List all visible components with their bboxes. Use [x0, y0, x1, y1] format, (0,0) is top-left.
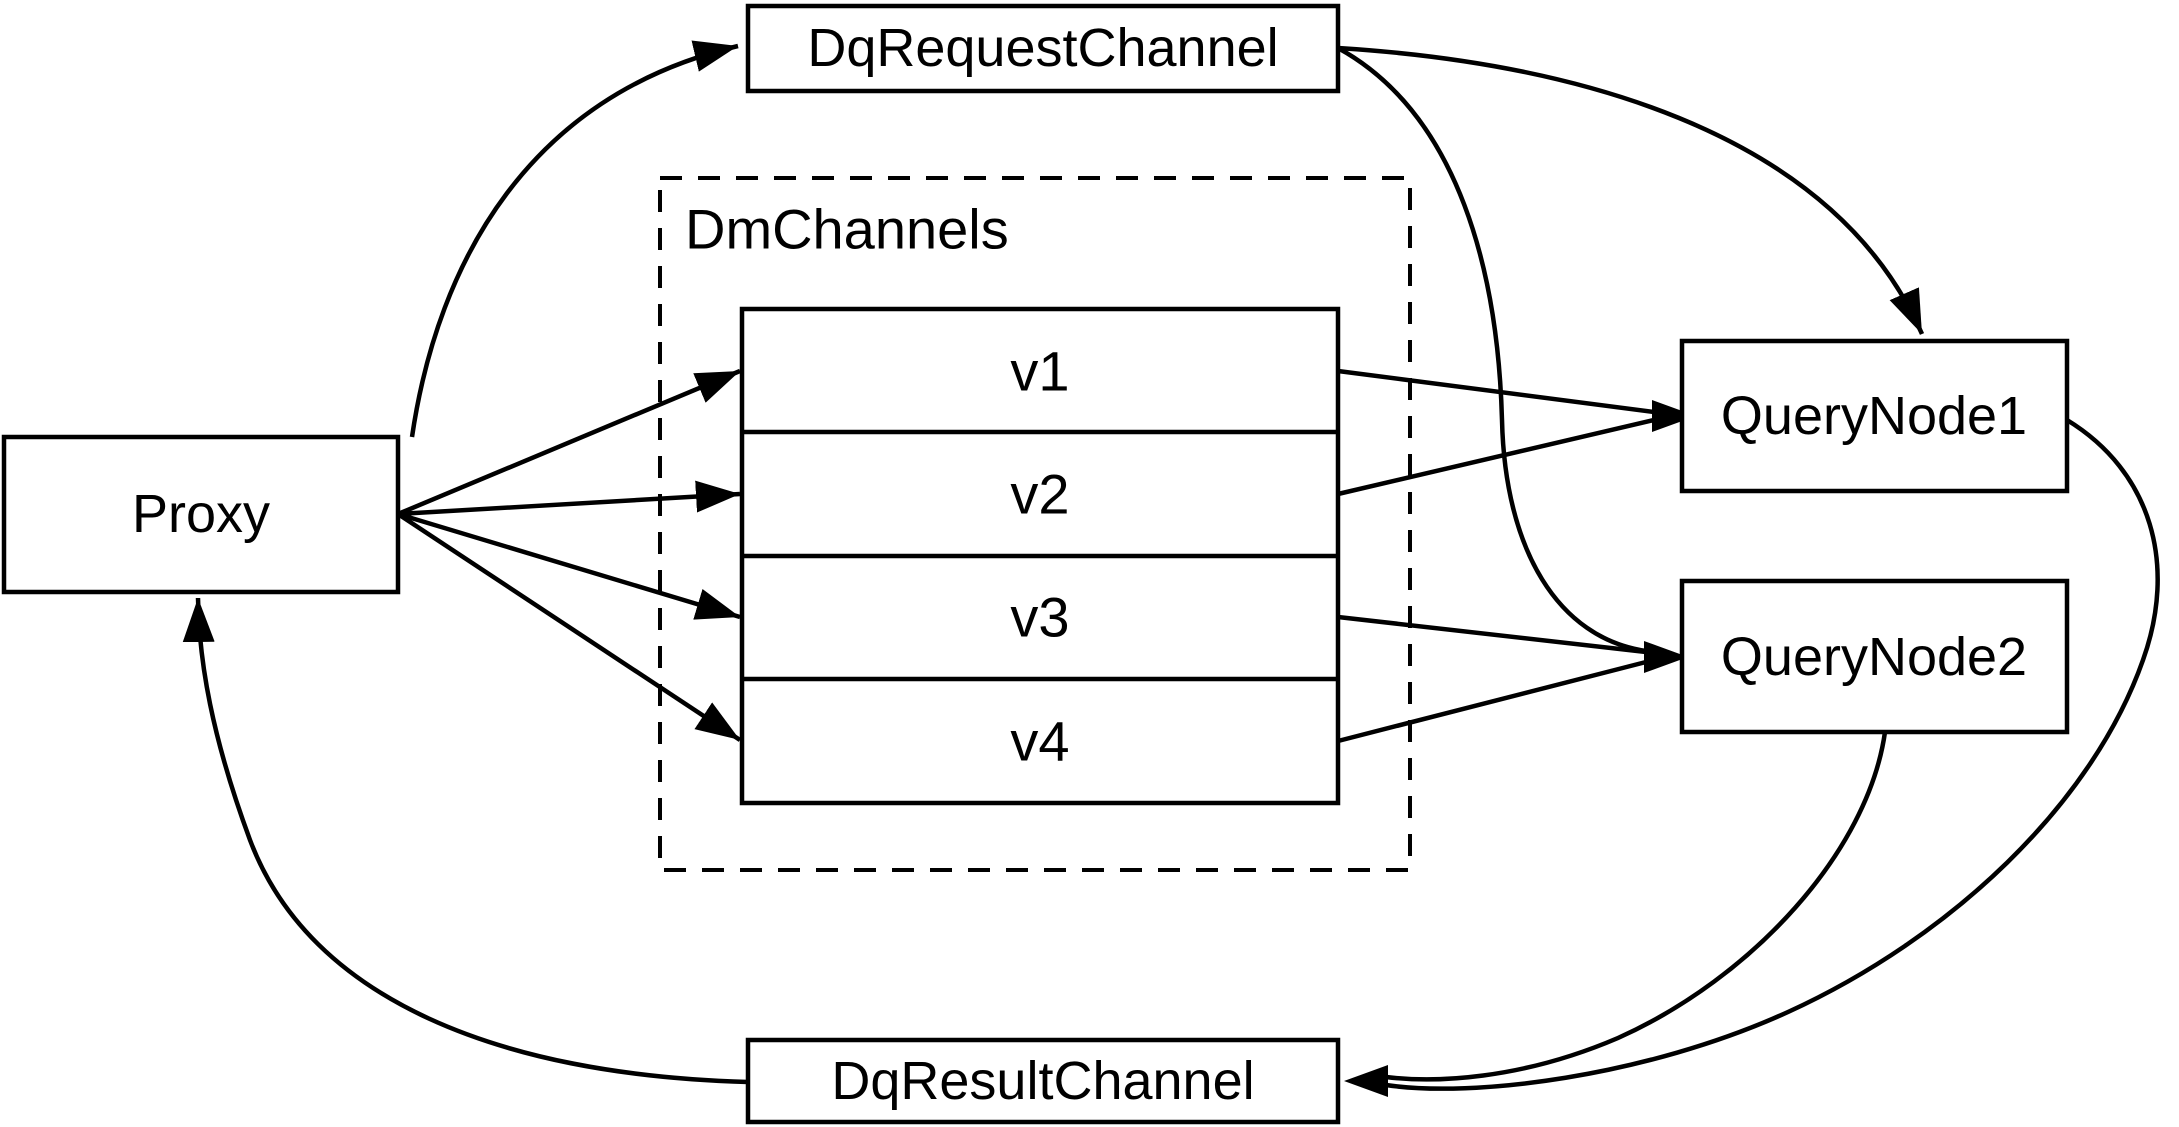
arrowhead-querynode2-left [1644, 641, 1688, 673]
querynode2-label: QueryNode2 [1721, 627, 2027, 687]
channel-row-v1: v1 [1010, 340, 1069, 403]
node-querynode1: QueryNode1 [1679, 338, 2070, 494]
dqresultchannel-label: DqResultChannel [831, 1051, 1254, 1111]
node-querynode2: QueryNode2 [1679, 578, 2070, 735]
edge-v3-querynode2 [1337, 614, 1647, 655]
arrowhead-dqresultchannel-right [1344, 1065, 1388, 1097]
edge-querynode2-dqresultchannel [1385, 731, 1888, 1082]
edge-dqrequestchannel-querynode1 [1337, 45, 1925, 335]
edge-proxy-v2 [397, 480, 741, 517]
querynode2-box [1679, 578, 2070, 735]
querynode1-box [1679, 338, 2070, 494]
edge-querynode1-dqresultchannel [1385, 418, 2160, 1091]
edge-v4-querynode2 [1337, 659, 1647, 744]
dmchannels-label: DmChannels [685, 198, 1009, 261]
edge-proxy-v1 [397, 368, 741, 517]
dmchannels-table: v1 v2 v3 v4 [739, 306, 1341, 806]
edge-v1-querynode1 [1337, 368, 1655, 415]
edge-dqresultchannel-proxy [182, 597, 749, 1085]
dqrequestchannel-box [745, 3, 1341, 94]
proxy-box [1, 434, 401, 595]
edge-proxy-v4 [396, 512, 742, 742]
node-proxy: Proxy [1, 434, 401, 595]
channel-row-v2: v2 [1010, 463, 1069, 526]
dqresultchannel-box [745, 1037, 1341, 1125]
edge-v2-querynode1 [1337, 417, 1655, 497]
dqrequestchannel-label: DqRequestChannel [807, 18, 1278, 78]
group-dmchannels: DmChannels v1 v2 v3 v4 [658, 176, 1412, 872]
edges [182, 40, 2160, 1097]
edge-dqrequestchannel-querynode2 [1336, 46, 1647, 654]
querynode1-label: QueryNode1 [1721, 386, 2027, 446]
edge-proxy-v3 [397, 511, 741, 620]
proxy-label: Proxy [132, 484, 270, 544]
channel-row-v3: v3 [1010, 586, 1069, 649]
edge-proxy-dqrequestchannel [409, 40, 739, 438]
node-dqresultchannel: DqResultChannel [745, 1037, 1341, 1125]
arrowhead-querynode1-left [1652, 400, 1696, 432]
node-dqrequestchannel: DqRequestChannel [745, 3, 1341, 94]
channel-row-v4: v4 [1010, 710, 1069, 773]
